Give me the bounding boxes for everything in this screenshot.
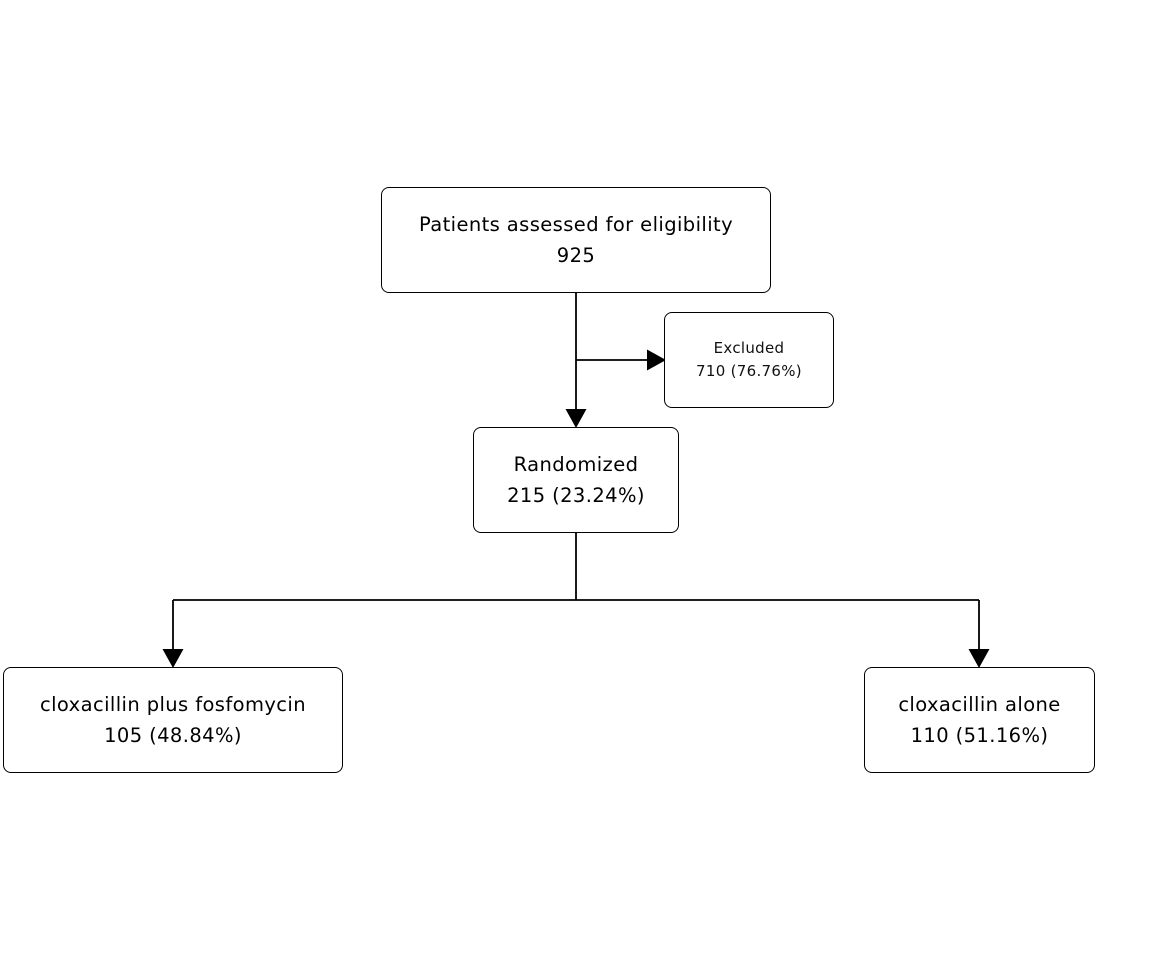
arrowhead-to-left-arm (162, 649, 184, 668)
arrowhead-to-excluded (647, 349, 666, 371)
randomized-box: Randomized 215 (23.24%) (473, 427, 679, 533)
randomized-label: Randomized (513, 453, 639, 476)
excluded-box: Excluded 710 (76.76%) (664, 312, 834, 408)
arm-right-label: cloxacillin alone (898, 693, 1061, 716)
arm-right-count: 110 (51.16%) (910, 724, 1049, 747)
arrowhead-to-right-arm (968, 649, 990, 668)
randomized-count: 215 (23.24%) (507, 484, 645, 507)
arm-right-box: cloxacillin alone 110 (51.16%) (864, 667, 1095, 773)
eligibility-label: Patients assessed for eligibility (418, 213, 734, 236)
arm-left-label: cloxacillin plus fosfomycin (39, 693, 306, 716)
eligibility-box: Patients assessed for eligibility 925 (381, 187, 771, 293)
arm-left-box: cloxacillin plus fosfomycin 105 (48.84%) (3, 667, 343, 773)
arm-left-count: 105 (48.84%) (104, 724, 242, 747)
arrowhead-to-randomized (565, 409, 587, 428)
excluded-label: Excluded (713, 338, 785, 357)
eligibility-count: 925 (556, 244, 596, 267)
excluded-count: 710 (76.76%) (696, 362, 802, 380)
